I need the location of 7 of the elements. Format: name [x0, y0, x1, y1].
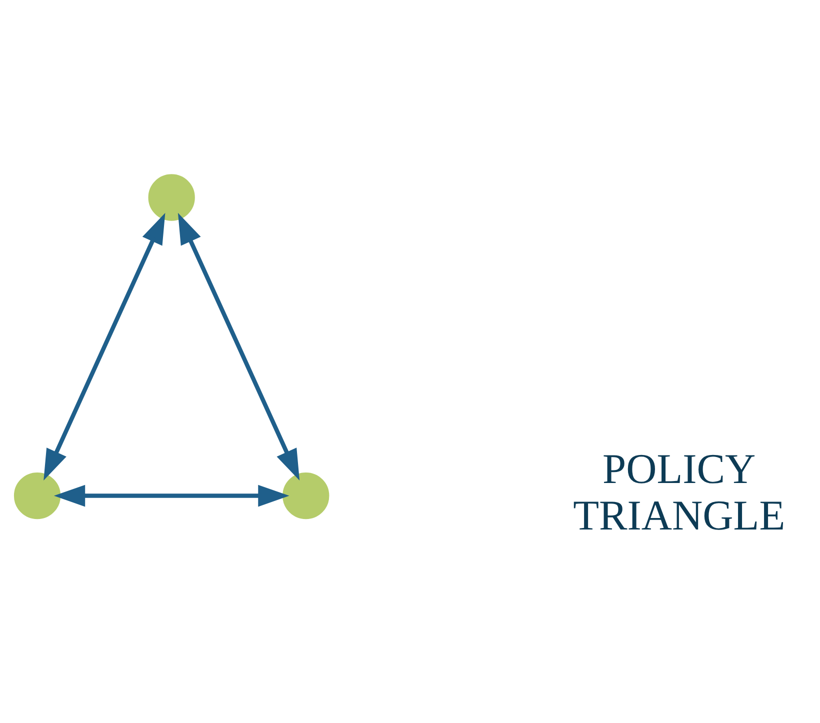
- node-circle: [148, 174, 194, 221]
- node-circle: [282, 472, 329, 520]
- node-circle: [13, 472, 60, 520]
- arrow: [43, 212, 165, 480]
- arrow: [177, 212, 300, 480]
- arrow: [53, 484, 289, 507]
- label: POLICY TRIANGLE: [572, 446, 785, 540]
